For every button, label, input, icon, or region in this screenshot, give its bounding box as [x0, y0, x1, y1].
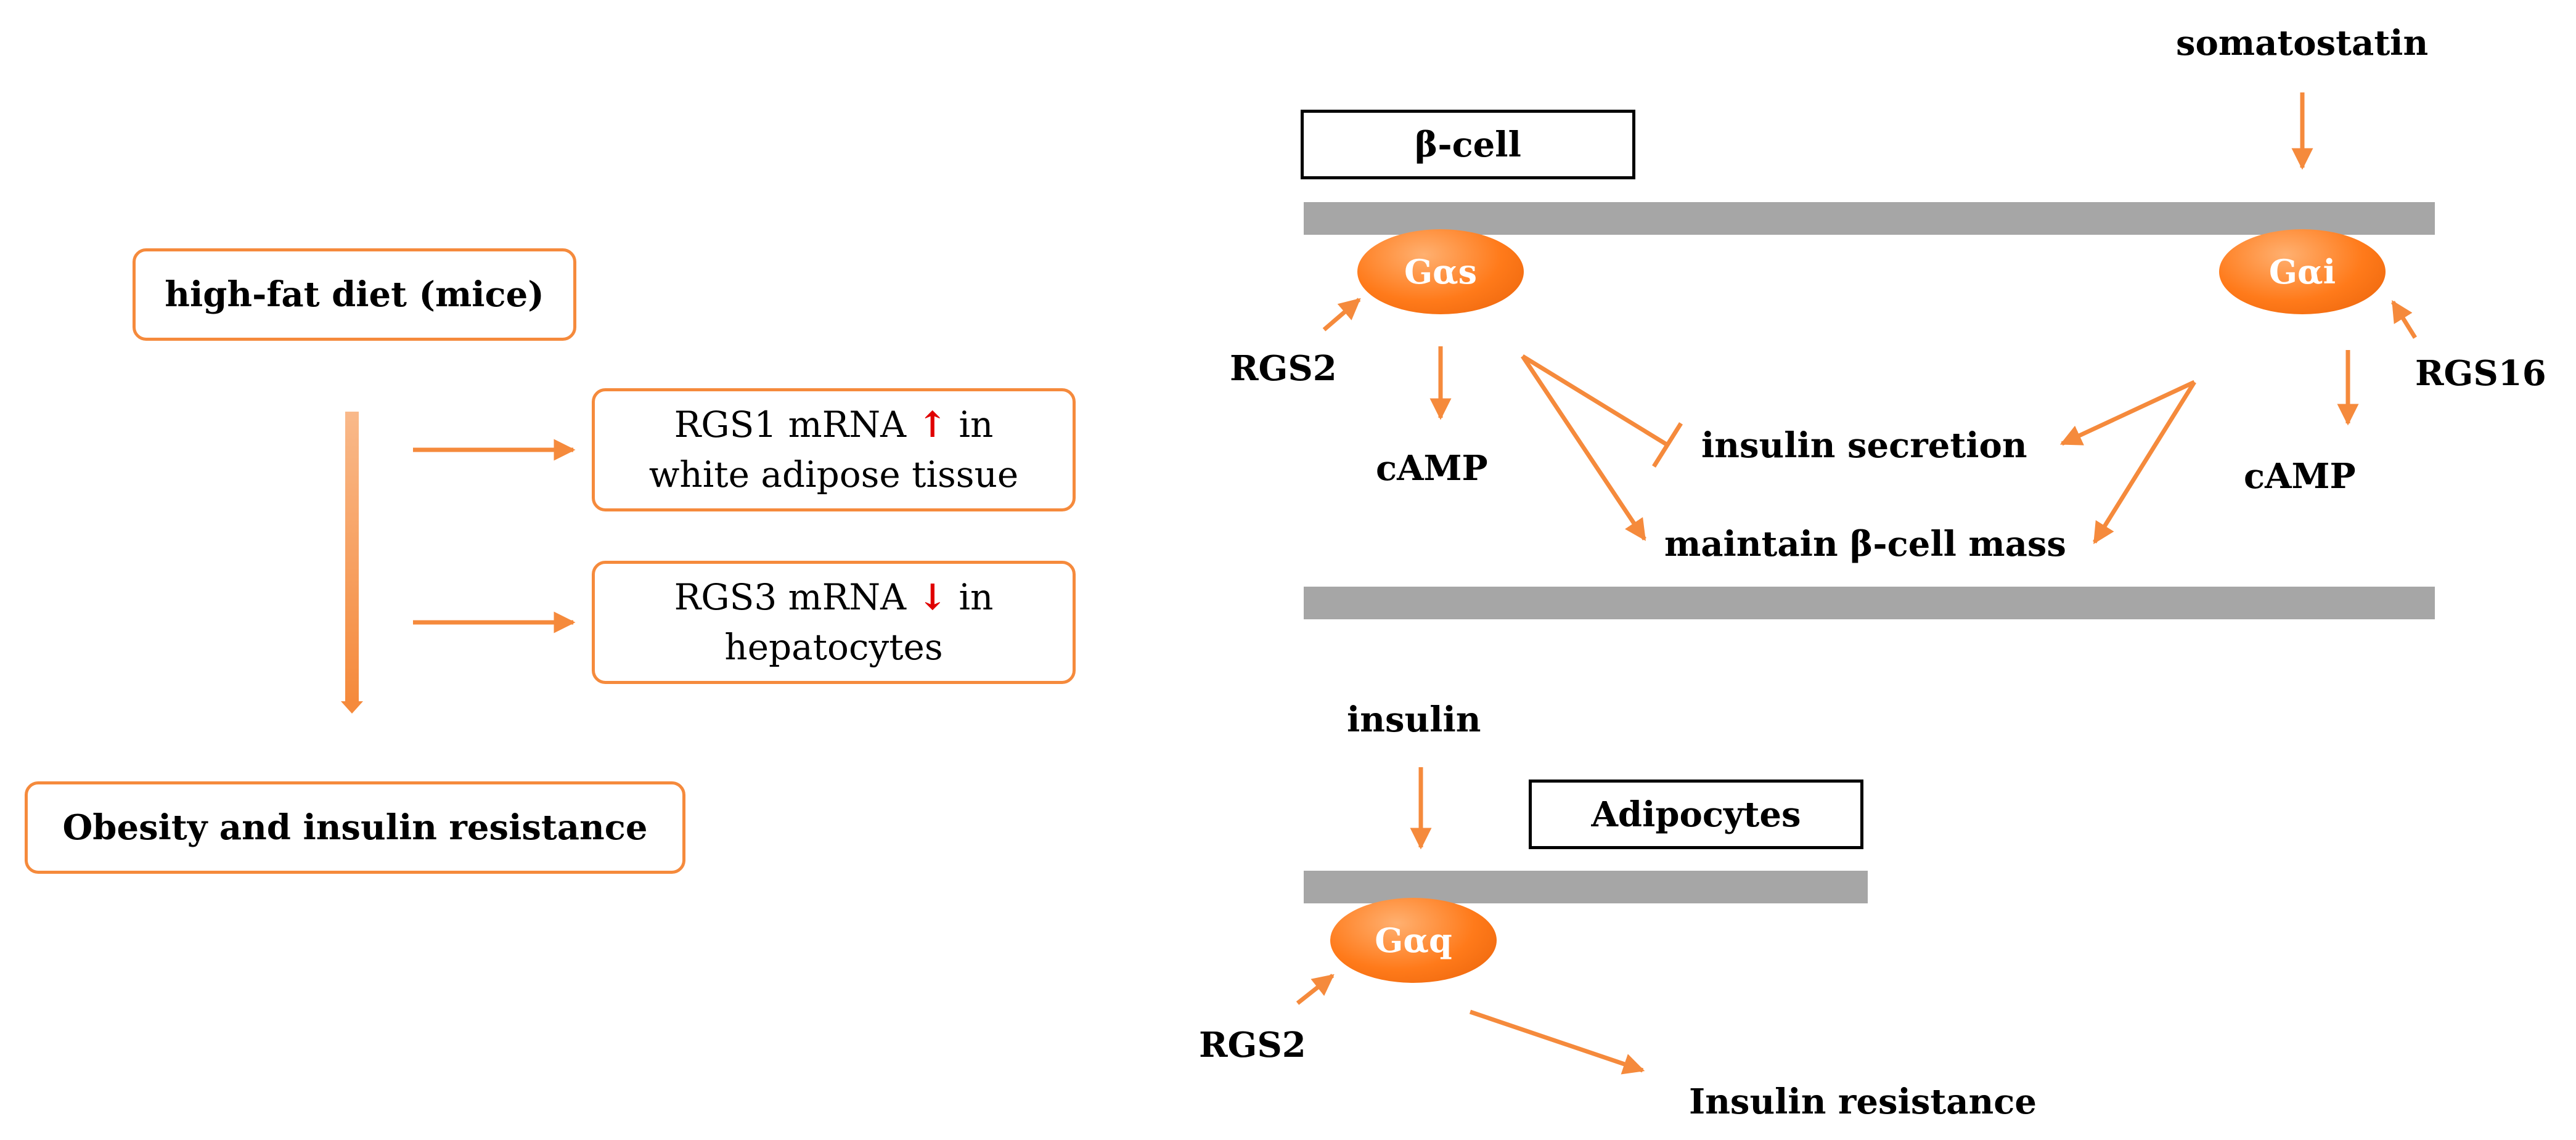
rgs3-tissue-label: hepatocytes: [724, 626, 943, 668]
insulin-label: insulin: [1347, 699, 1481, 740]
g-alpha-i-oval: Gαi: [2219, 229, 2386, 314]
gai-to-beta-cell-mass-arrow: [2093, 381, 2196, 544]
beta-cell-membrane-bottom: [1304, 587, 2435, 619]
rgs1-box: RGS1 mRNA ↑ in white adipose tissue: [592, 388, 1076, 511]
up-arrow-icon: ↑: [917, 403, 948, 446]
somatostatin-label: somatostatin: [2176, 23, 2429, 63]
rgs2-to-gaq-arrow: [1296, 974, 1335, 1005]
high-fat-diet-box: high-fat diet (mice): [133, 248, 576, 341]
rgs3-mrna-label: RGS3 mRNA: [674, 576, 906, 618]
diet-to-obesity-arrow: [341, 412, 363, 714]
g-alpha-s-label: Gαs: [1404, 252, 1478, 291]
obesity-label: Obesity and insulin resistance: [62, 807, 648, 848]
rgs2-adipocyte-label: RGS2: [1199, 1025, 1306, 1065]
beta-cell-title: β-cell: [1415, 124, 1521, 165]
g-alpha-s-oval: Gαs: [1357, 229, 1524, 314]
gaq-to-insulin-resistance-arrow: [1469, 1009, 1645, 1075]
gas-inhibits-insulin-secretion: [1521, 354, 1683, 468]
obesity-box: Obesity and insulin resistance: [25, 781, 685, 874]
insulin-secretion-label: insulin secretion: [1701, 425, 2027, 466]
rgs16-label: RGS16: [2415, 353, 2546, 394]
high-fat-diet-label: high-fat diet (mice): [165, 274, 544, 315]
adipocyte-membrane: [1304, 871, 1868, 903]
camp-right-label: cAMP: [2244, 456, 2356, 497]
rgs3-box: RGS3 mRNA ↓ in hepatocytes: [592, 561, 1076, 684]
rgs2-beta-label: RGS2: [1230, 348, 1337, 389]
g-alpha-q-label: Gαq: [1375, 921, 1452, 960]
rgs3-in-label: in: [959, 576, 994, 618]
adipocytes-title-box: Adipocytes: [1529, 780, 1863, 849]
gas-to-beta-cell-mass-arrow: [1521, 355, 1646, 541]
rgs1-in-label: in: [959, 403, 994, 446]
g-alpha-q-oval: Gαq: [1330, 898, 1497, 983]
g-alpha-i-label: Gαi: [2268, 252, 2336, 291]
rgs2-to-gas-arrow: [1322, 298, 1361, 332]
rgs1-tissue-label: white adipose tissue: [648, 454, 1019, 495]
beta-cell-membrane-top: [1304, 202, 2435, 235]
gai-to-insulin-secretion-arrow: [2059, 380, 2196, 446]
rgs16-to-gai-arrow: [2391, 300, 2417, 339]
camp-left-label: cAMP: [1376, 448, 1488, 489]
down-arrow-icon: ↓: [917, 576, 948, 618]
maintain-beta-cell-mass-label: maintain β-cell mass: [1664, 524, 2066, 564]
insulin-resistance-label: Insulin resistance: [1689, 1081, 2037, 1122]
beta-cell-title-box: β-cell: [1301, 110, 1635, 179]
rgs1-mrna-label: RGS1 mRNA: [674, 403, 906, 446]
adipocytes-title: Adipocytes: [1591, 794, 1801, 835]
